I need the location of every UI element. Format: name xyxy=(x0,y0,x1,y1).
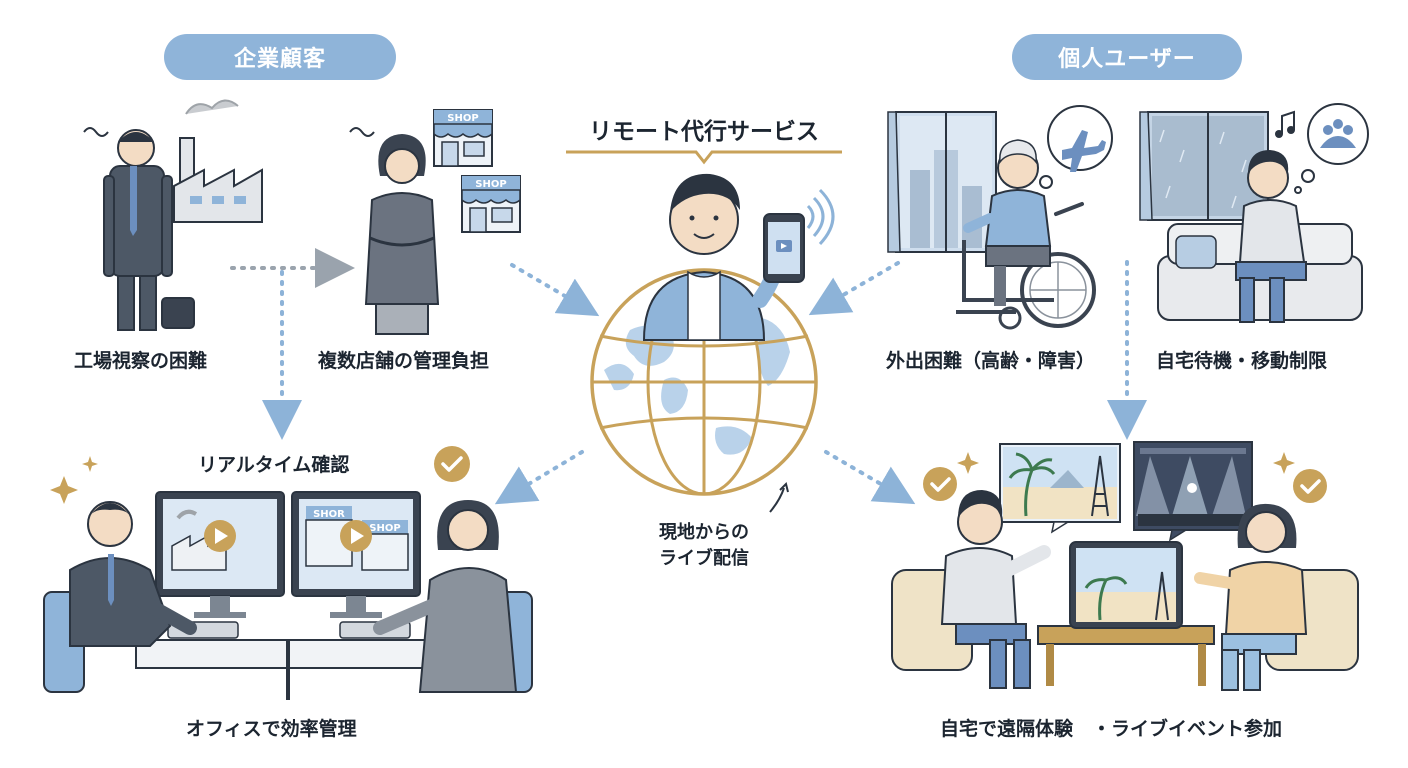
connector-arrows xyxy=(230,248,1147,505)
left-group-label: 企業顧客 xyxy=(233,47,326,72)
experience-caption: 自宅で遠隔体験 ・ライブイベント参加 xyxy=(940,718,1283,740)
factory-icon xyxy=(173,99,263,223)
elderly-panel xyxy=(887,105,1113,330)
center-figure xyxy=(566,150,842,513)
presenter-person xyxy=(642,173,786,341)
right-group-pill: 個人ユーザー xyxy=(1012,34,1242,80)
rainy-window xyxy=(1139,111,1269,221)
window-city xyxy=(887,111,997,253)
thought-bubble-airplane xyxy=(1032,105,1113,200)
wheelchair-icon xyxy=(956,202,1096,330)
arrow-elderly-to-globe xyxy=(808,261,900,316)
airplane-icon xyxy=(1062,130,1106,172)
shop-icon-2: SHOP xyxy=(461,175,521,233)
office-caption: オフィスで効率管理 xyxy=(186,718,357,740)
eiffel-tower-icon xyxy=(1091,455,1109,517)
phone-icon xyxy=(763,188,835,283)
smiling-woman-right xyxy=(1194,503,1308,691)
sparkle-icon xyxy=(50,456,98,504)
check-badge-icon xyxy=(434,446,470,482)
center-caption: 現地からの ライブ配信 xyxy=(620,520,788,572)
travel-photo-bubble xyxy=(999,443,1121,534)
center-caption-line2: ライブ配信 xyxy=(659,548,749,569)
concert-stage-icon xyxy=(1187,483,1197,493)
center-caption-line1: 現地からの xyxy=(659,522,749,543)
monitor-shops: SHOR SHOP xyxy=(291,491,421,618)
elderly-caption: 外出困難（高齢・障害） xyxy=(886,350,1096,372)
check-badge-icon-right xyxy=(1293,469,1327,503)
smiling-woman xyxy=(373,500,533,693)
right-group-label: 個人ユーザー xyxy=(1058,47,1196,72)
stores-panel: SHOP SHOP xyxy=(349,109,521,335)
shop-icon: SHOP xyxy=(433,109,493,167)
elderly-man xyxy=(963,139,1052,306)
palm-tree-icon xyxy=(1008,452,1056,517)
smiling-businessman xyxy=(43,501,197,693)
bored-young-man xyxy=(1235,150,1307,323)
monitor-shop-sign-2: SHOP xyxy=(369,523,400,534)
experience-panel xyxy=(891,441,1359,691)
check-badge-icon-left xyxy=(923,467,957,501)
shop-sign-1: SHOP xyxy=(447,113,478,124)
monitor-shop-sign-1: SHOR xyxy=(313,509,345,520)
music-note-icon xyxy=(1275,110,1295,138)
office-title: リアルタイム確認 xyxy=(198,454,350,476)
home-caption: 自宅待機・移動制限 xyxy=(1156,350,1328,372)
shop-sign-2: SHOP xyxy=(475,179,506,190)
worried-woman xyxy=(349,127,440,335)
excited-young-man xyxy=(940,490,1051,689)
left-group-pill: 企業顧客 xyxy=(164,34,396,80)
center-title: リモート代行サービス xyxy=(589,119,819,145)
arrow-globe-to-experience xyxy=(824,450,916,505)
arrow-globe-to-office xyxy=(494,450,584,505)
sparkle-icon-right xyxy=(957,452,1295,474)
stressed-businessman xyxy=(83,127,195,331)
tablet-device xyxy=(1069,541,1183,629)
office-panel: SHOR SHOP xyxy=(43,446,533,700)
stores-caption: 複数店舗の管理負担 xyxy=(318,350,490,372)
arrow-stores-to-globe xyxy=(510,263,600,317)
thought-bubble-concert xyxy=(1294,103,1369,194)
concert-photo-bubble xyxy=(1133,441,1253,542)
factory-caption: 工場視察の困難 xyxy=(74,350,208,372)
monitor-factory xyxy=(155,491,285,618)
home-panel xyxy=(1139,103,1369,323)
factory-panel xyxy=(83,99,263,331)
